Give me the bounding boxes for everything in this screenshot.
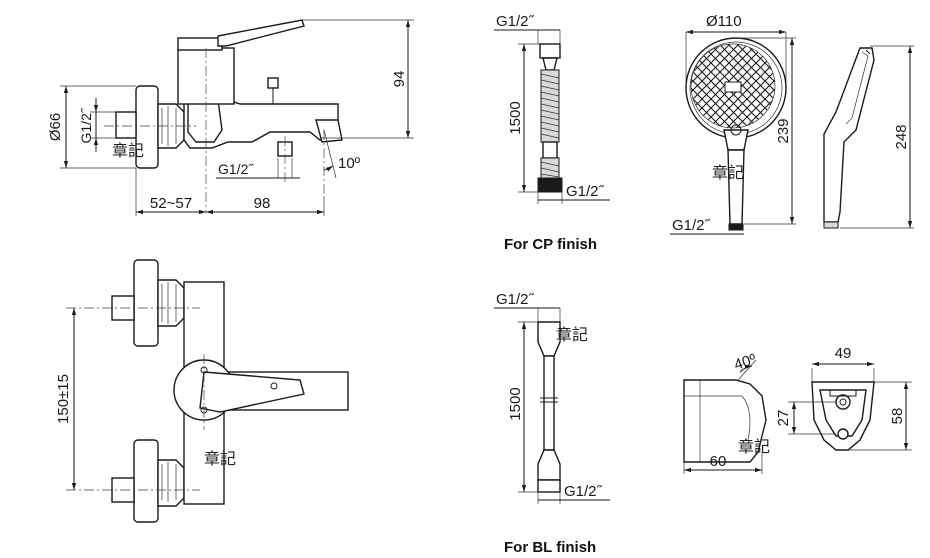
dim-inlet-thread: G1/2˝: [78, 107, 94, 143]
dim-outlet-thread: G1/2˝: [218, 161, 254, 177]
dim-centers: 150±15: [55, 374, 72, 424]
hose-bl: G1/2˝ G1/2˝ 1500 章記 For BL finish: [494, 291, 610, 556]
stamp-holder: 章記: [738, 437, 770, 456]
stamp-hand-shower: 章記: [712, 163, 744, 182]
mixer-side-view: 94 Ø66 G1/2˝ G1/2˝ 10º 52~57 98 章記: [47, 19, 414, 216]
dim-spout-reach: 98: [254, 195, 271, 212]
holder-width: 49: [835, 345, 852, 362]
caption-bl-finish: For BL finish: [504, 539, 596, 556]
hose-cp-thread-top: G1/2˝: [496, 13, 535, 30]
holder-side-view: 40º 60 章記: [683, 351, 770, 474]
dim-offset: 52~57: [150, 195, 192, 212]
mixer-top-view: 150±15 章記: [55, 259, 349, 523]
dim-spout-angle: 10º: [338, 155, 361, 172]
hose-bl-length: 1500: [507, 387, 524, 420]
hose-cp: G1/2˝ G1/2˝ 1500 For CP finish: [494, 13, 610, 253]
holder-height: 58: [889, 408, 906, 425]
lever: [217, 19, 305, 47]
hose-bl-thread-bottom: G1/2˝: [564, 483, 603, 500]
dim-body-diameter: Ø66: [47, 113, 64, 141]
shower-handle: [727, 149, 745, 225]
hand-shower-length-front: 239: [775, 118, 792, 143]
hand-shower-side: 248: [823, 45, 914, 229]
hose-bl-tube: [543, 355, 555, 451]
holder-hole-offset: 27: [775, 410, 792, 427]
holder-angle: 40º: [732, 351, 759, 374]
inlet-pipe: [115, 111, 137, 139]
stamp-mixer-top: 章記: [204, 449, 236, 468]
hand-shower-length-side: 248: [893, 124, 910, 149]
hand-shower-front: Ø110 239 G1/2˝ 章記: [670, 13, 796, 235]
caption-cp-finish: For CP finish: [504, 236, 597, 253]
dim-height: 94: [391, 71, 408, 88]
holder-depth: 60: [710, 453, 727, 470]
hand-shower-thread: G1/2˝: [672, 217, 711, 234]
hose-bl-thread-top: G1/2˝: [496, 291, 535, 308]
hand-shower-diameter: Ø110: [706, 13, 742, 30]
stamp-hose-bl: 章記: [556, 325, 588, 344]
mixer-body: [183, 99, 339, 149]
hand-shower-side-profile: [823, 47, 875, 223]
hose-cp-length: 1500: [507, 101, 524, 134]
hose-cp-thread-bottom: G1/2˝: [566, 183, 605, 200]
stamp-mixer-side: 章記: [112, 141, 144, 160]
holder-front-view: 49 27 58: [775, 345, 912, 451]
